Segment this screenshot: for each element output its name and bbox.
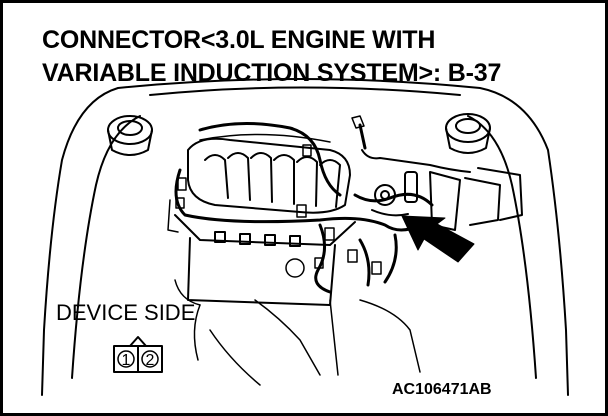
lower-components xyxy=(174,258,421,386)
pointer-arrow xyxy=(401,215,475,263)
connector-face-icon: 1 2 xyxy=(113,336,163,373)
pin-2-number: 2 xyxy=(146,352,155,369)
left-strut-tower xyxy=(107,115,153,156)
pin-2 xyxy=(141,350,159,368)
cowl-line xyxy=(149,86,461,96)
pin-1 xyxy=(117,350,135,368)
device-side-label: DEVICE SIDE xyxy=(56,300,196,325)
harness-connectors xyxy=(175,144,382,275)
wiring-harness xyxy=(174,122,434,294)
inner-panel-left xyxy=(71,115,141,379)
intake-manifold xyxy=(187,133,351,214)
title-line-1: CONNECTOR<3.0L ENGINE WITH xyxy=(42,26,436,54)
right-strut-tower xyxy=(445,113,491,154)
figure-caption-code: AC106471AB xyxy=(392,381,492,398)
pin-1-number: 1 xyxy=(122,352,131,369)
right-side-components xyxy=(351,115,523,231)
body-outline xyxy=(41,78,569,396)
inner-panel-right xyxy=(467,115,537,379)
